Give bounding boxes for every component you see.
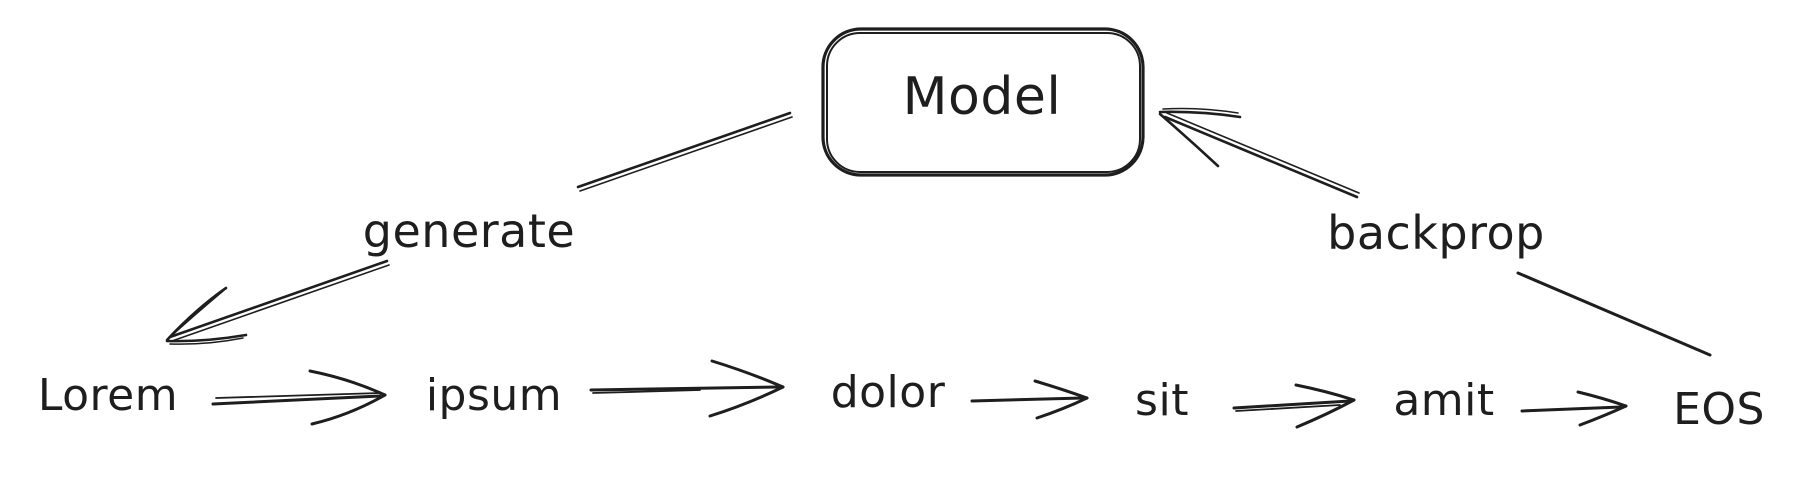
token-amit: amit	[1393, 375, 1495, 426]
model-node-label: Model	[902, 67, 1062, 127]
backprop-arrow	[1158, 107, 1712, 357]
arrow-ipsum-dolor	[589, 359, 785, 418]
arrow-lorem-ipsum	[211, 369, 387, 426]
arrow-dolor-sit	[970, 379, 1089, 420]
token-lorem: Lorem	[37, 370, 179, 421]
generate-arrow	[165, 111, 793, 345]
token-dolor: dolor	[830, 367, 946, 418]
token-ipsum: ipsum	[425, 370, 563, 421]
token-eos: EOS	[1673, 384, 1765, 435]
arrow-sit-amit	[1232, 383, 1356, 429]
generate-edge-label: generate	[362, 204, 576, 258]
backprop-edge-label: backprop	[1327, 206, 1545, 260]
arrow-amit-eos	[1520, 390, 1628, 427]
model-node-box	[821, 27, 1145, 177]
token-sit: sit	[1135, 375, 1189, 426]
